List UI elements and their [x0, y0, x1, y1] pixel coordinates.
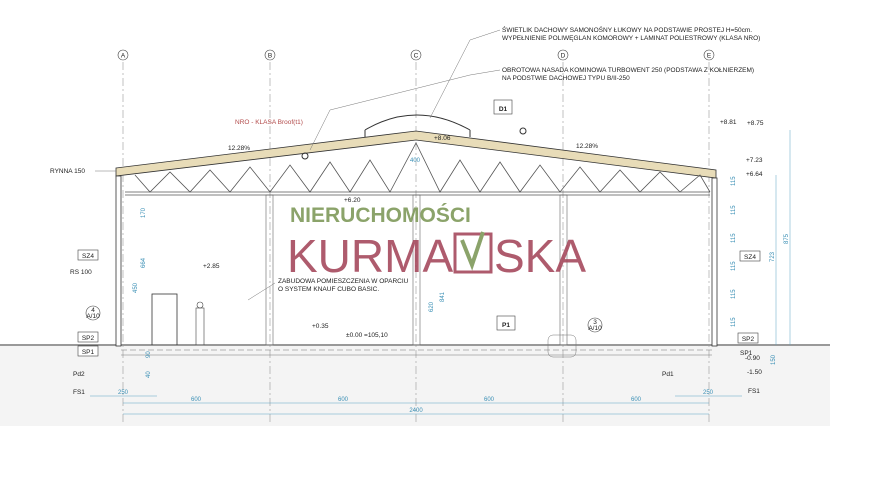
axis-marker-e: E [703, 49, 715, 61]
details-0-num: 4 [91, 307, 95, 314]
axis-marker-a: A [117, 49, 129, 61]
tags-sz4: SZ4 [82, 253, 94, 260]
annotations: ŚWIETLIK DACHOWY SAMONOŚNY ŁUKOWY NA POD… [235, 25, 760, 301]
dimensions-right_heights-2: 150 [771, 354, 777, 365]
levels-l664: +6.64 [746, 171, 763, 178]
ground-hatch [0, 344, 830, 426]
notes-knauf_line2: O SYSTEM KNAUF CUBO BASIC. [278, 286, 379, 293]
dimensions-bottom_segments-3: 600 [484, 397, 495, 403]
footing-detail-outline [547, 334, 577, 358]
dimensions-right_vertical-4: 115 [731, 289, 737, 299]
dimensions-bottom_segments-5: 250 [703, 390, 714, 396]
dimensions-total: 2400 [409, 408, 423, 414]
notes-skylight_line1: ŚWIETLIK DACHOWY SAMONOŚNY ŁUKOWY NA POD… [502, 25, 752, 34]
dimensions-left_vertical-1: 664 [141, 257, 147, 268]
dimensions-right_vertical-1: 115 [731, 205, 737, 215]
dimensions-center_vertical-1: 841 [440, 291, 446, 302]
tags: D1 P1 RYNNA 150 SZ4 RS 100 SP2 SP1 Pd2 F… [50, 99, 760, 396]
details-0-sheet: A/10 [86, 313, 100, 320]
tags-fs1: FS1 [73, 389, 85, 396]
dimensions-left_vertical-2: 450 [133, 282, 139, 293]
slopes-right: 12.28% [576, 143, 598, 150]
axes-3: D [561, 53, 566, 60]
dimensions-right_vertical-0: 115 [731, 176, 737, 186]
dimensions-right_vertical-2: 115 [731, 233, 737, 243]
tags-pd2: Pd2 [73, 371, 85, 378]
dimensions-right_heights-0: 723 [770, 251, 776, 262]
tags-sp1: SP1 [740, 350, 753, 357]
levels-l000: ±0.00 =105,10 [346, 332, 388, 339]
tags-rs100: RS 100 [70, 269, 92, 276]
notes-roof_class: NRO - KLASA Broof(t1) [235, 119, 303, 126]
structure [115, 175, 718, 358]
axes-4: E [707, 53, 712, 60]
notes-vent_line1: OBROTOWA NASADA KOMINOWA TURBOWENT 250 (… [502, 67, 754, 74]
levels-l620: +6.20 [344, 197, 361, 204]
dimensions-right_heights-1: 875 [784, 233, 790, 244]
notes-skylight_line2: WYPEŁNIENIE POLIWĘGLAN KOMOROWY + LAMINA… [502, 35, 760, 42]
dimensions-bottom_segments-2: 600 [338, 397, 349, 403]
tags-d1: D1 [499, 106, 508, 113]
levels-l806: +8.06 [434, 135, 451, 142]
grid-axes: A B C D E [117, 49, 715, 425]
axis-marker-b: B [264, 49, 276, 61]
watermark-line1: NIERUCHOMOŚCI [290, 203, 471, 227]
dimensions-left_vertical-0: 170 [141, 207, 147, 218]
watermark-line2b: SKA [494, 230, 586, 282]
levels-l881: +8.81 [720, 119, 737, 126]
slopes-left: 12.28% [228, 145, 250, 152]
dimensions-bottom_segments-1: 600 [191, 397, 202, 403]
tags-sz4: SZ4 [744, 254, 756, 261]
dimensions-right_vertical-5: 115 [731, 317, 737, 327]
watermark-line2a: KURMA [287, 230, 453, 282]
dimensions: 250 600 600 600 600 250 2400 170 664 450… [90, 130, 791, 415]
axes-1: B [268, 53, 272, 60]
level-marks: +8.81 +8.75 +8.06 +7.23 +6.64 +6.20 +2.8… [203, 119, 764, 376]
tags-pd1: Pd1 [662, 371, 674, 378]
tags-sp1: SP1 [82, 349, 95, 356]
levels-l723: +7.23 [746, 157, 763, 164]
dimensions-right_vertical-3: 115 [731, 261, 737, 271]
turbine-vent-right [519, 127, 527, 135]
dimensions-footing-0: 90 [146, 351, 152, 358]
dimensions-footing-1: 40 [146, 371, 152, 378]
skylight [364, 114, 471, 131]
dimensions-center_vertical-0: 400 [410, 158, 421, 164]
notes-knauf_line1: ZABUDOWA POMIESZCZENIA W OPARCIU [278, 278, 409, 285]
dimensions-center_vertical-2: 620 [429, 301, 435, 312]
axes-0: A [121, 53, 126, 60]
levels-lm150: -1.50 [747, 369, 762, 376]
tags-fs1: FS1 [748, 388, 760, 395]
truss [125, 142, 711, 196]
details-1-sheet: A/10 [588, 325, 602, 332]
detail-marker-3: 3A/10 [587, 317, 603, 333]
axis-marker-d: D [557, 49, 569, 61]
door [151, 293, 178, 346]
watermark-logo: NIERUCHOMOŚCI KURMA SKA [287, 203, 586, 282]
dimensions-bottom_segments-4: 600 [631, 397, 642, 403]
human-figure [195, 301, 205, 346]
axis-marker-c: C [410, 49, 422, 61]
levels-l035: +0.35 [312, 323, 329, 330]
levels-l285: +2.85 [203, 263, 220, 270]
turbine-vent-left [301, 152, 309, 160]
tags-sp2: SP2 [82, 335, 95, 342]
tags-rynna: RYNNA 150 [50, 168, 85, 175]
tags-sp2: SP2 [742, 336, 755, 343]
dimensions-bottom_segments-0: 250 [118, 390, 129, 396]
tags-p1: P1 [502, 322, 510, 329]
details-1-num: 3 [593, 319, 597, 326]
axes-2: C [414, 53, 419, 60]
detail-marker-4: 4A/10 [85, 305, 101, 321]
levels-l875: +8.75 [747, 120, 764, 127]
levels-lm090: -0.90 [745, 355, 760, 362]
notes-vent_line2: NA PODSTWIE DACHOWEJ TYPU B/II-250 [502, 75, 630, 82]
